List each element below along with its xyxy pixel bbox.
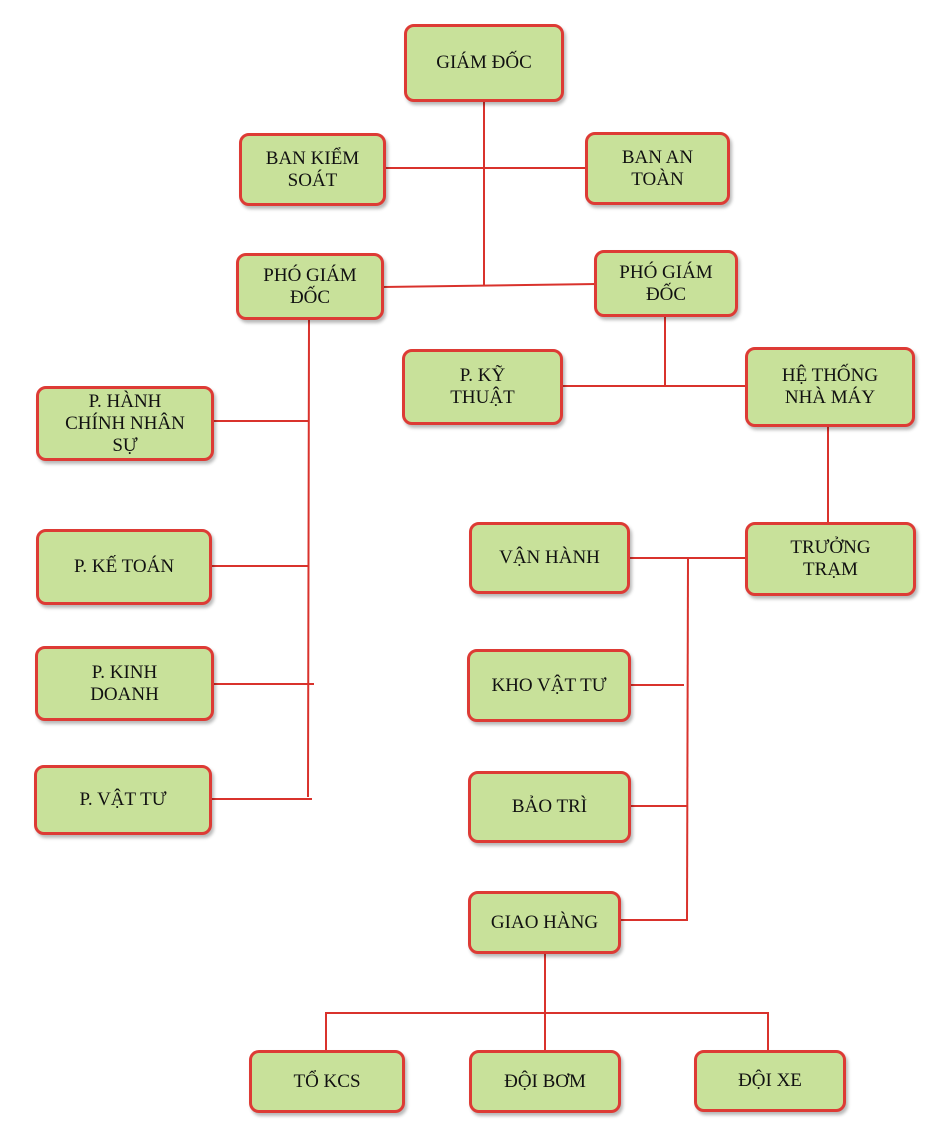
node-label: BAN AN TOÀN [621,146,694,190]
node-label: ĐỘI BƠM [504,1070,586,1092]
node-p-ke-toan: P. KẾ TOÁN [36,529,212,605]
node-doi-xe: ĐỘI XE [694,1050,846,1112]
node-pho-giam-doc-left: PHÓ GIÁM ĐỐC [236,253,384,320]
connector-line [381,282,598,289]
node-to-kcs: TỔ KCS [249,1050,405,1113]
node-he-thong-nha-may: HỆ THỐNG NHÀ MÁY [745,347,915,427]
node-label: BẢO TRÌ [511,796,588,817]
node-bao-tri: BẢO TRÌ [468,771,631,843]
node-p-kinh-doanh: P. KINH DOANH [35,646,214,721]
node-label: P. VẬT TƯ [79,789,167,810]
node-label: TỔ KCS [293,1070,361,1092]
node-truong-tram: TRƯỞNG TRẠM [745,522,916,596]
node-p-ky-thuat: P. KỸ THUẬT [402,349,563,425]
node-label: P. KẾ TOÁN [73,556,175,577]
node-label: GIAO HÀNG [490,911,599,933]
node-label: TRƯỞNG TRẠM [790,537,871,580]
node-p-vat-tu: P. VẬT TƯ [34,765,212,835]
node-giao-hang: GIAO HÀNG [468,891,621,954]
node-label: ĐỘI XE [738,1070,802,1091]
node-label: VẬN HÀNH [499,547,600,568]
node-doi-bom: ĐỘI BƠM [469,1050,621,1113]
node-ban-an-toan: BAN AN TOÀN [585,132,730,205]
node-label: P. HÀNH CHÍNH NHÂN SỰ [65,390,185,456]
connector-line [306,317,311,798]
node-label: P. KINH DOANH [90,661,159,705]
node-p-hanh-chinh-nhan-su: P. HÀNH CHÍNH NHÂN SỰ [36,386,214,461]
node-label: BAN KIỂM SOÁT [265,147,360,191]
node-label: PHÓ GIÁM ĐỐC [619,261,713,305]
node-label: P. KỸ THUẬT [450,365,515,408]
node-label: GIÁM ĐỐC [436,52,532,73]
node-giam-doc: GIÁM ĐỐC [404,24,564,102]
connector-line [685,556,690,922]
node-pho-giam-doc-right: PHÓ GIÁM ĐỐC [594,250,738,317]
node-kho-vat-tu: KHO VẬT TƯ [467,649,631,722]
node-label: PHÓ GIÁM ĐỐC [263,264,357,308]
node-label: HỆ THỐNG NHÀ MÁY [781,365,879,408]
node-van-hanh: VẬN HÀNH [469,522,630,594]
node-label: KHO VẬT TƯ [491,674,607,696]
node-ban-kiem-soat: BAN KIỂM SOÁT [239,133,386,206]
